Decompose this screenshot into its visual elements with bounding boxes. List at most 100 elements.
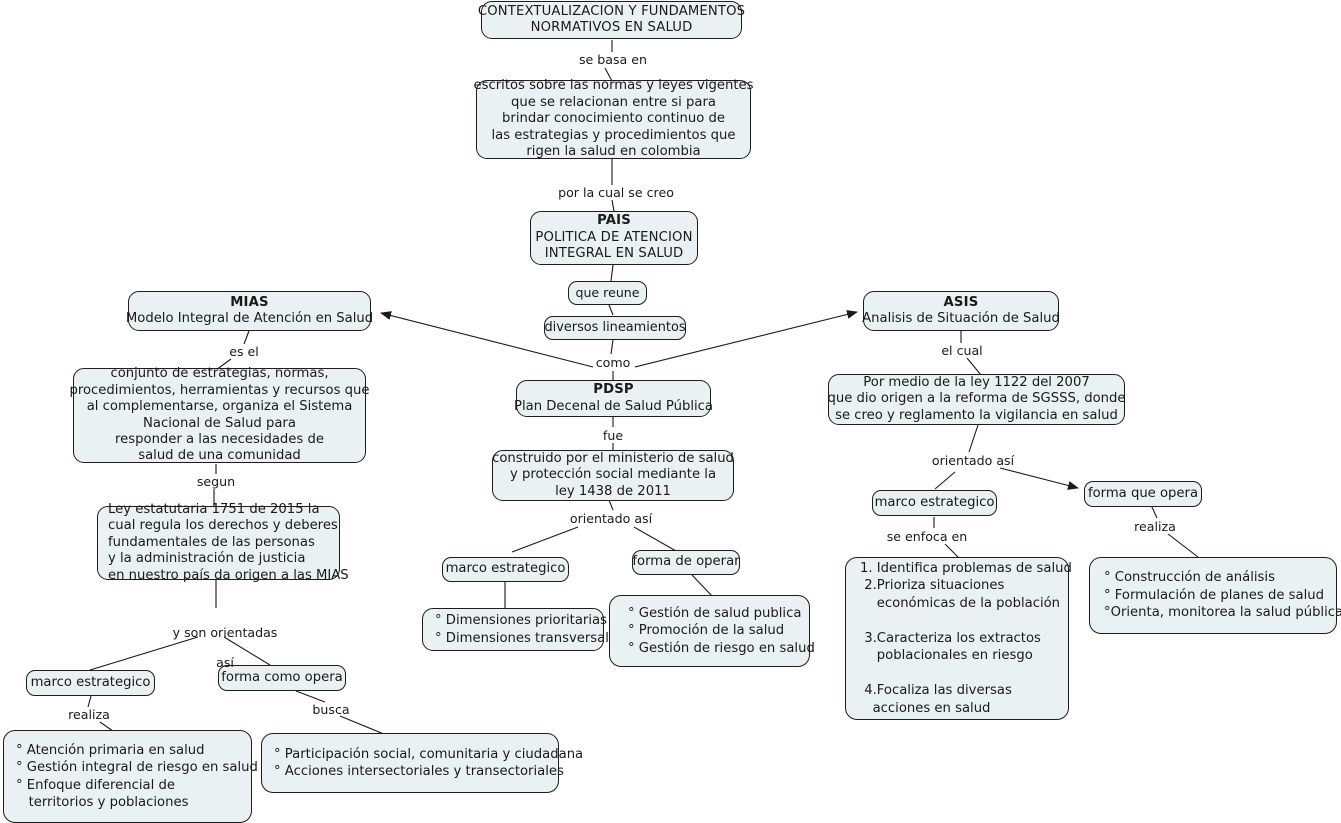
edge-diversos-como	[610, 339, 614, 355]
node-diversos-lineamientos[interactable]: diversos lineamientos	[544, 316, 686, 340]
node-ley-1751-line5: en nuestro país da origen a las MIAS	[108, 567, 349, 583]
node-que-reune-label: que reune	[575, 284, 640, 300]
edge-elcual-ley1122	[966, 357, 982, 376]
node-pais-line1: POLITICA DE ATENCION	[535, 229, 693, 245]
node-mias-marco-label: marco estrategico	[30, 674, 151, 690]
node-escritos-line1: escritos sobre las normas y leyes vigent…	[473, 78, 754, 94]
node-mias-marco-item1: ° Atención primaria en salud	[16, 742, 205, 758]
edge-label-como: como	[595, 355, 631, 370]
node-asis-forma-item2: ° Formulación de planes de salud	[1104, 587, 1324, 603]
node-asis-marco-item8: 4.Focaliza las diversas	[860, 683, 1012, 699]
node-pdsp-construido[interactable]: construido por el ministerio de salud y …	[492, 450, 734, 501]
node-asis-forma-item1: ° Construcción de análisis	[1104, 570, 1275, 586]
node-pdsp-marco-items[interactable]: ° Dimensiones prioritarias ° Dimensiones…	[422, 608, 617, 651]
node-asis-marco-estrategico[interactable]: marco estrategico	[872, 490, 997, 516]
node-asis-marco-label: marco estrategico	[874, 494, 995, 510]
edge-label-orientado-asi-pdsp: orientado así	[569, 511, 653, 526]
node-asis-title: ASIS	[943, 294, 979, 310]
node-escritos-line5: rigen la salud en colombia	[526, 144, 701, 160]
node-asis-ley-1122[interactable]: Por medio de la ley 1122 del 2007 que di…	[827, 374, 1126, 425]
node-pdsp-subtitle: Plan Decenal de Salud Pública	[514, 398, 713, 414]
node-mias-subtitle: Modelo Integral de Atención en Salud	[125, 311, 374, 326]
node-mias-marco-estrategico[interactable]: marco estrategico	[26, 670, 155, 696]
node-asis-marco-items[interactable]: 1. Identifica problemas de salud 2.Prior…	[845, 557, 1072, 720]
node-ley-1751-line2: cual regula los derechos y deberes	[108, 518, 338, 534]
node-asis-ley-line3: se creo y reglamento la vigilancia en sa…	[835, 407, 1118, 423]
edge-pais-quereune	[610, 264, 614, 282]
edge-label-realiza-asis: realiza	[1134, 519, 1176, 534]
edge-realiza-items-asis	[1167, 533, 1199, 558]
node-asis-forma-item3: °Orienta, monitorea la salud pública	[1104, 605, 1341, 621]
node-escritos-line3: brindar conocimiento continuo de	[502, 111, 725, 127]
node-que-reune[interactable]: que reune	[568, 281, 647, 305]
node-asis-ley-line1: Por medio de la ley 1122 del 2007	[863, 374, 1090, 390]
node-ley-1751[interactable]: Ley estatutaria 1751 de 2015 la cual reg…	[97, 502, 349, 583]
node-mias-conjunto-line2: procedimientos, herramientas y recursos …	[69, 382, 370, 398]
node-pdsp[interactable]: PDSP Plan Decenal de Salud Pública	[514, 380, 713, 417]
node-asis-subtitle: Analisis de Situación de Salud	[862, 311, 1060, 326]
node-ley-1751-line3: fundamentales de las personas	[108, 534, 315, 550]
edge-ley1122-orientado	[968, 424, 979, 453]
node-pdsp-forma-item1: ° Gestión de salud publica	[628, 605, 802, 621]
node-asis-marco-item5: 3.Caracteriza los extractos	[860, 630, 1041, 646]
edge-label-segun: segun	[196, 474, 236, 489]
node-mias-conjunto[interactable]: conjunto de estrategias, normas, procedi…	[69, 366, 369, 464]
edge-label-orientado-asi-asis: orientado así	[931, 453, 1015, 468]
node-pais-title: PAIS	[597, 213, 631, 229]
edge-label-realiza-mias: realiza	[68, 707, 110, 722]
edge-orientado-marco-asis	[934, 471, 956, 490]
node-root-line1: CONTEXTUALIZACION Y FUNDAMENTOS	[477, 3, 746, 19]
node-asis-marco-item9: acciones en salud	[860, 700, 991, 716]
edge-label-se-basa-en: se basa en	[578, 52, 648, 67]
node-pdsp-marco-item1: ° Dimensiones prioritarias	[435, 613, 607, 628]
node-escritos-line2: que se relacionan entre si para	[511, 94, 716, 110]
node-mias-conjunto-line6: salud de una comunidad	[138, 448, 301, 464]
node-asis[interactable]: ASIS Analisis de Situación de Salud	[862, 291, 1060, 331]
node-mias-marco-items[interactable]: ° Atención primaria en salud ° Gestión i…	[3, 730, 258, 823]
node-root-line2: NORMATIVOS EN SALUD	[530, 20, 693, 35]
edge-label-asi: así	[216, 655, 234, 670]
node-mias-marco-item3: ° Enfoque diferencial de	[16, 777, 175, 793]
edge-label-busca: busca	[312, 702, 350, 717]
node-pdsp-construido-line1: construido por el ministerio de salud	[492, 450, 734, 466]
node-ley-1751-line1: Ley estatutaria 1751 de 2015 la	[108, 501, 320, 517]
edge-label-y-son-orientadas-line1: y son orientadas	[172, 625, 278, 640]
node-pdsp-construido-line3: ley 1438 de 2011	[555, 483, 671, 499]
node-mias-forma-items[interactable]: ° Participación social, comunitaria y ci…	[261, 733, 583, 793]
edge-orientado-forma-pdsp	[633, 526, 677, 552]
edge-label-por-la-cual-se-creo: por la cual se creo	[558, 185, 674, 200]
node-mias-forma-label: forma como opera	[221, 669, 343, 685]
node-pdsp-forma-items[interactable]: ° Gestión de salud publica ° Promoción d…	[609, 595, 815, 667]
edge-marco-realiza	[87, 695, 92, 708]
node-mias-conjunto-line4: Nacional de Salud para	[143, 415, 296, 431]
node-pdsp-marco-estrategico[interactable]: marco estrategico	[442, 557, 569, 582]
node-mias[interactable]: MIAS Modelo Integral de Atención en Salu…	[125, 291, 374, 331]
node-pais[interactable]: PAIS POLITICA DE ATENCION INTEGRAL EN SA…	[530, 211, 698, 265]
node-mias-forma-item2: ° Acciones intersectoriales y transector…	[274, 764, 564, 779]
node-asis-marco-item7	[860, 665, 864, 683]
node-pdsp-forma-de-operar[interactable]: forma de operar	[632, 550, 740, 575]
node-mias-forma-como-opera[interactable]: forma como opera	[218, 665, 346, 691]
node-asis-ley-line2: que dio origen a la reforma de SGSSS, do…	[827, 391, 1126, 407]
edge-label-pais	[611, 199, 615, 212]
node-mias-conjunto-line5: responder a las necesidades de	[115, 431, 324, 447]
node-asis-forma-que-opera[interactable]: forma que opera	[1084, 481, 1202, 507]
node-pdsp-forma-label: forma de operar	[632, 554, 740, 570]
node-mias-conjunto-line3: al complementarse, organiza el Sistema	[86, 399, 353, 415]
edge-forma-busca	[295, 690, 326, 703]
node-escritos[interactable]: escritos sobre las normas y leyes vigent…	[473, 78, 754, 160]
node-mias-forma-item1: ° Participación social, comunitaria y ci…	[274, 746, 584, 762]
node-ley-1751-line4: y la administración de justicia	[108, 551, 306, 567]
edge-construido-orientado	[608, 499, 614, 511]
node-asis-forma-items[interactable]: ° Construcción de análisis ° Formulación…	[1089, 557, 1341, 634]
node-asis-marco-item6: poblacionales en riesgo	[860, 648, 1033, 664]
edge-label-y-son-orientadas: y son orientadas así	[144, 610, 290, 685]
node-mias-title: MIAS	[230, 294, 269, 310]
node-root[interactable]: CONTEXTUALIZACION Y FUNDAMENTOS NORMATIV…	[477, 1, 746, 39]
edge-quereune-diversos	[608, 304, 614, 316]
node-pdsp-marco-item2: ° Dimensiones transversale	[435, 630, 618, 646]
edge-orientado-forma-asis	[999, 467, 1079, 490]
node-pdsp-forma-item2: ° Promoción de la salud	[628, 623, 785, 639]
node-asis-marco-item2: 2.Prioriza situaciones	[860, 578, 1005, 594]
